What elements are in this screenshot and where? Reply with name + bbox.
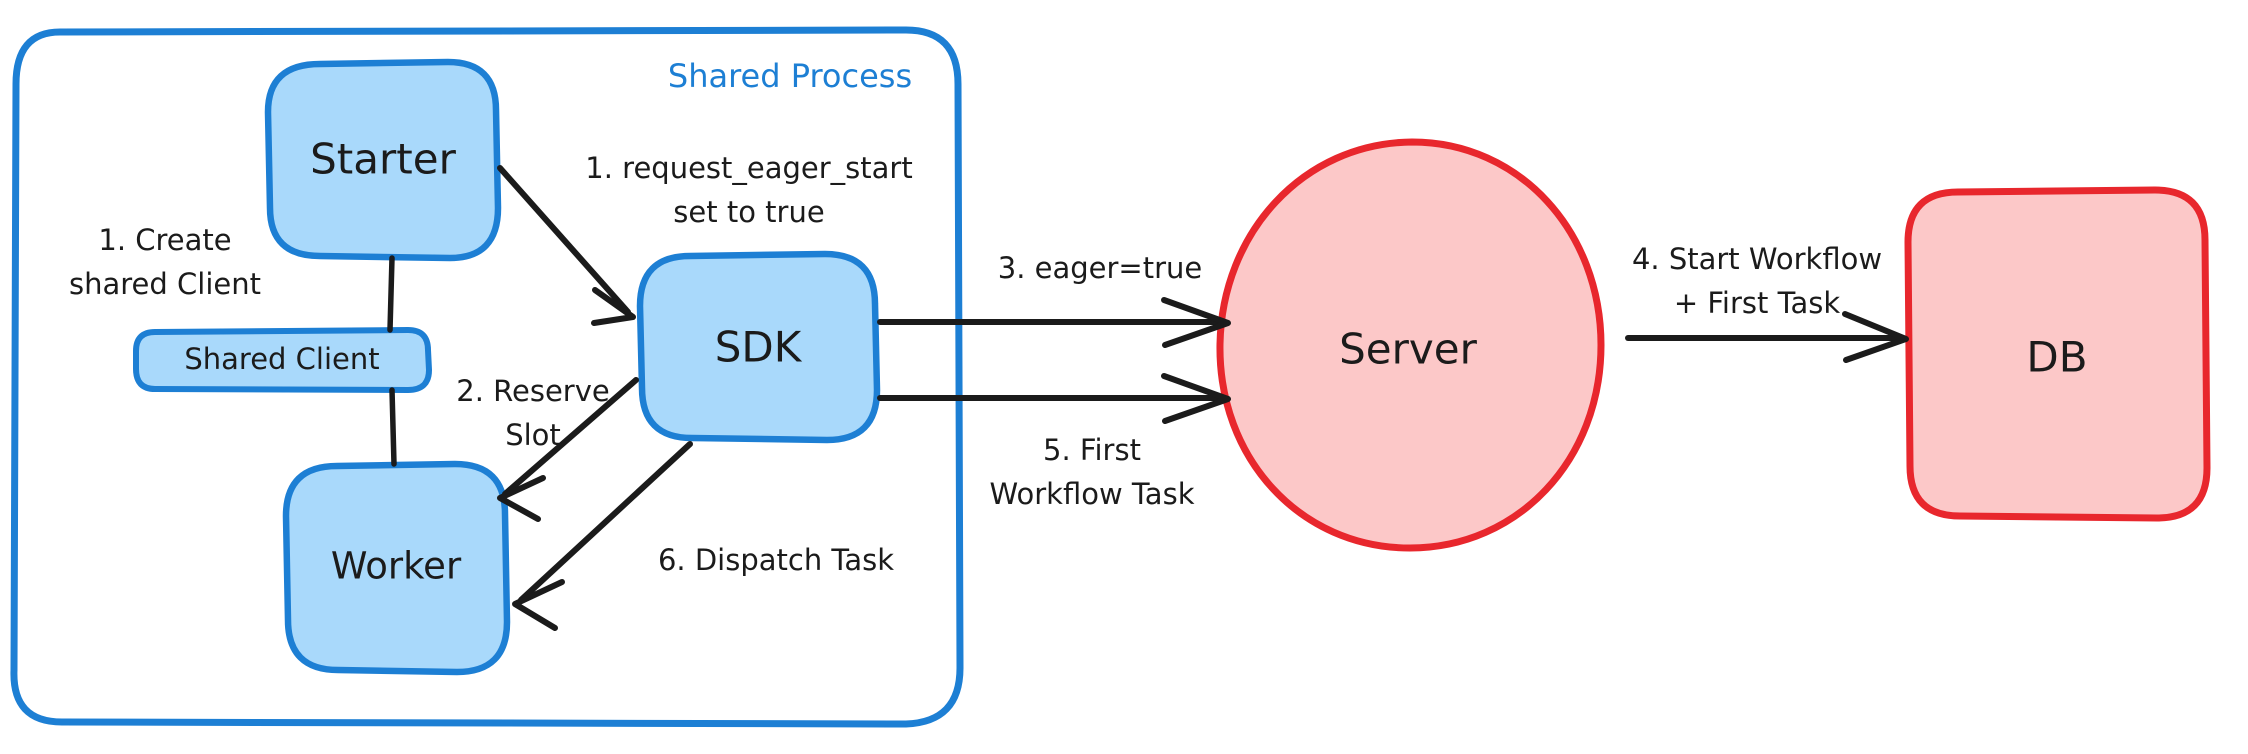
edge-starter-to-sdk — [497, 165, 636, 326]
arrowhead-glyph — [1161, 297, 1231, 348]
label-line-1: 2. Reserve — [456, 374, 609, 408]
node-shared-client[interactable]: Shared Client — [133, 327, 432, 393]
shared-process-group: Shared Process — [10, 26, 964, 728]
starter-label: Starter — [310, 135, 456, 184]
label-request-eager-start: 1. request_eager_start set to true — [585, 151, 912, 229]
arrowhead-glyph — [1842, 311, 1909, 363]
node-server[interactable]: Server — [1216, 138, 1605, 552]
sdk-shape — [636, 250, 881, 444]
shared-process-label: Shared Process — [668, 57, 912, 95]
label-first-workflow-task: 5. First Workflow Task — [990, 433, 1195, 511]
label-line-2: Workflow Task — [990, 477, 1195, 511]
edge-sdk-to-server-eager — [877, 297, 1231, 348]
label-line-1: 4. Start Workflow — [1632, 242, 1882, 276]
edge-sdk-to-worker-reserve-slot — [497, 377, 639, 522]
label-create-shared-client: 1. Create shared Client — [69, 223, 261, 301]
edge-shared-client-worker — [389, 387, 397, 467]
worker-label: Worker — [331, 545, 462, 588]
shared-process-border — [10, 26, 964, 728]
db-label: DB — [2026, 333, 2087, 382]
edge-line — [518, 441, 693, 603]
label-line-2: + First Task — [1674, 286, 1841, 320]
edge-sdk-to-worker-dispatch-task — [512, 441, 693, 631]
label-dispatch-task: 6. Dispatch Task — [658, 543, 894, 577]
edge-server-to-db — [1625, 311, 1909, 363]
node-sdk[interactable]: SDK — [636, 250, 881, 444]
arrowhead-glyph — [512, 579, 565, 631]
label-line-1: 5. First — [1043, 433, 1141, 467]
arrowhead-glyph — [591, 287, 636, 326]
sdk-label: SDK — [715, 323, 803, 372]
label-line-1: 6. Dispatch Task — [658, 543, 894, 577]
node-starter[interactable]: Starter — [264, 58, 502, 262]
label-start-workflow-first-task: 4. Start Workflow + First Task — [1632, 242, 1882, 320]
label-line-2: set to true — [673, 195, 824, 229]
server-label: Server — [1339, 325, 1477, 374]
edge-starter-shared-client — [387, 255, 395, 333]
edge-sdk-to-server-first-task — [877, 373, 1231, 424]
label-line-2: Slot — [505, 418, 561, 452]
label-reserve-slot: 2. Reserve Slot — [456, 374, 609, 452]
label-eager-true: 3. eager=true — [998, 251, 1203, 285]
node-worker[interactable]: Worker — [282, 460, 511, 676]
edge-line — [497, 165, 631, 315]
shared-client-label: Shared Client — [184, 342, 379, 376]
shared-client-shape — [133, 327, 432, 393]
arrowhead-glyph — [1161, 373, 1231, 424]
label-line-1: 1. request_eager_start — [585, 151, 912, 185]
starter-shape — [264, 58, 502, 262]
node-db[interactable]: DB — [1904, 186, 2211, 522]
label-line-1: 1. Create — [98, 223, 231, 257]
label-line-2: shared Client — [69, 267, 261, 301]
label-line-1: 3. eager=true — [998, 251, 1203, 285]
db-shape — [1904, 186, 2211, 522]
edge-line — [502, 377, 639, 497]
worker-shape — [282, 460, 511, 676]
arrowhead-glyph — [497, 475, 546, 522]
server-shape — [1216, 138, 1605, 552]
